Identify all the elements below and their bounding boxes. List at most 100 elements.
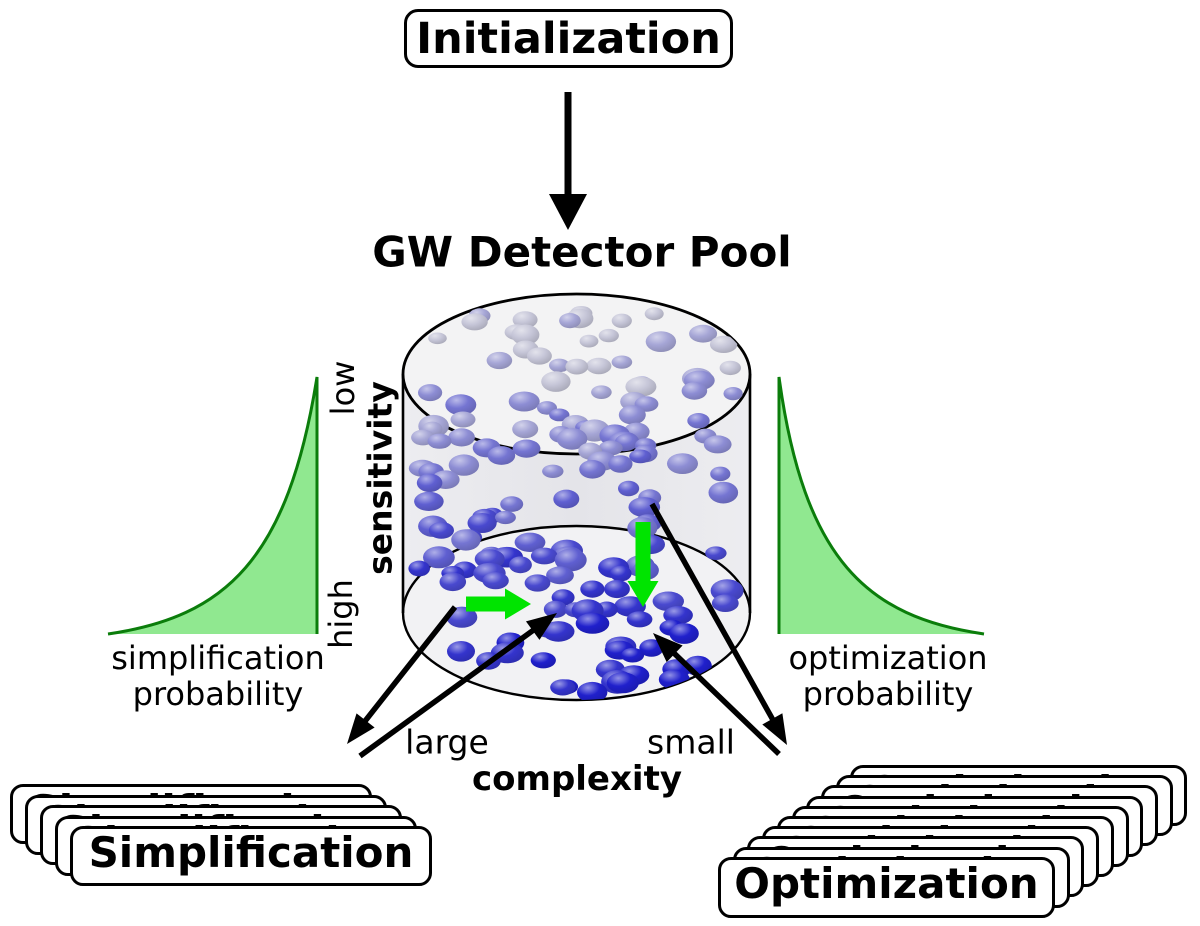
- detector-dot: [705, 546, 727, 560]
- detector-dot: [565, 358, 589, 375]
- detector-dot: [579, 334, 599, 348]
- detector-dot: [559, 313, 581, 329]
- detector-dot: [591, 385, 612, 400]
- detector-dot: [482, 572, 509, 590]
- optimization-stack: OptimizationOptimizationOptimizationOpti…: [718, 765, 1190, 920]
- detector-dot: [703, 435, 732, 454]
- sensitivity-shift-arrow: [627, 581, 659, 607]
- complexity-shift-arrow: [505, 588, 531, 620]
- complexity-axis-label: complexity: [472, 759, 682, 799]
- detector-dot: [451, 529, 481, 551]
- detector-dot: [427, 433, 452, 449]
- flow-arrows: [347, 92, 787, 759]
- init-to-pool-arrow: [549, 194, 587, 230]
- pool-to-simplification-arrow: [347, 713, 375, 744]
- detector-dot: [550, 679, 576, 696]
- stack-card-label: Optimization: [734, 858, 1039, 908]
- detector-dot: [639, 639, 664, 657]
- detector-dot: [658, 669, 690, 690]
- detector-dots: [408, 306, 744, 700]
- detector-dot: [543, 600, 568, 618]
- detector-dot: [621, 647, 645, 663]
- complexity-small-label: small: [647, 722, 735, 762]
- detector-dot: [512, 420, 539, 439]
- detector-dot: [626, 611, 653, 628]
- detector-dot: [461, 313, 488, 331]
- detector-dot: [542, 621, 575, 642]
- detector-dot: [645, 331, 677, 352]
- detector-dot: [423, 546, 455, 569]
- detector-dot: [408, 560, 431, 577]
- detector-dot: [629, 449, 652, 464]
- detector-dot: [487, 446, 516, 465]
- detector-dot: [580, 580, 605, 598]
- detector-dot: [618, 405, 646, 425]
- simplification-to-pool-arrow: [358, 627, 536, 759]
- detector-dot: [467, 513, 497, 533]
- detector-dot: [526, 347, 552, 365]
- simplification-probability-label: simplification probability: [111, 639, 325, 713]
- detector-dot: [508, 391, 540, 412]
- detector-dot: [577, 681, 608, 700]
- detector-dot: [609, 565, 632, 582]
- detector-dot: [486, 351, 513, 370]
- detector-dot: [553, 489, 580, 509]
- detector-dot: [500, 496, 524, 512]
- detector-dot: [511, 324, 540, 346]
- detector-dot: [524, 574, 551, 592]
- initialization-box: Initialization: [404, 9, 733, 68]
- detector-dot: [414, 491, 444, 511]
- simplification-to-pool-arrow: [525, 613, 557, 640]
- detector-dot: [689, 324, 718, 343]
- optimization-probability-curve: [777, 376, 985, 636]
- simplification-probability-curve: [107, 376, 319, 636]
- optimization-to-pool-arrow: [671, 650, 781, 756]
- detector-dot: [598, 328, 619, 343]
- detector-dot: [611, 355, 633, 369]
- detector-dot: [508, 556, 532, 574]
- detector-dot: [428, 522, 454, 539]
- detector-dot: [579, 460, 606, 479]
- detector-dot: [549, 408, 570, 422]
- initialization-label: Initialization: [416, 13, 721, 64]
- detector-dot: [554, 548, 587, 572]
- detector-dot: [723, 387, 743, 401]
- detector-dot: [546, 566, 574, 585]
- detector-dot: [575, 613, 610, 634]
- detector-dot: [687, 413, 710, 429]
- sensitivity-high-label: high: [322, 579, 360, 649]
- detector-dot: [604, 579, 630, 599]
- simplification-stack: SimplificationSimplificationSimplificati…: [10, 784, 435, 889]
- detector-dot: [418, 384, 443, 402]
- optimization-to-pool-arrow: [653, 633, 683, 663]
- detector-dot: [611, 313, 632, 328]
- detector-dot: [448, 428, 475, 447]
- detector-dot: [530, 652, 556, 669]
- detector-dot: [445, 394, 477, 416]
- stack-card: Optimization: [718, 856, 1055, 918]
- detector-dot: [667, 453, 698, 474]
- sensitivity-axis-label: sensitivity: [360, 381, 400, 575]
- detector-dot: [439, 572, 467, 592]
- detector-dot: [586, 357, 612, 375]
- detector-dot: [549, 358, 570, 373]
- detector-dot: [709, 335, 738, 353]
- pool-title: GW Detector Pool: [372, 227, 792, 277]
- detector-dot: [494, 510, 516, 525]
- detector-dot: [541, 371, 571, 392]
- detector-dot: [448, 454, 480, 476]
- detector-dot: [556, 428, 588, 450]
- detector-dot: [474, 549, 505, 569]
- detector-dot: [719, 360, 741, 376]
- optimization-probability-label: optimization probability: [788, 639, 988, 713]
- pool-to-optimization-arrow: [762, 713, 787, 745]
- detector-dot: [710, 466, 731, 482]
- detector-dot: [542, 464, 564, 478]
- detector-dot: [512, 311, 538, 329]
- detector-dot: [530, 547, 558, 565]
- detector-dot: [681, 382, 708, 400]
- complexity-large-label: large: [405, 722, 489, 762]
- detector-dot: [711, 594, 739, 612]
